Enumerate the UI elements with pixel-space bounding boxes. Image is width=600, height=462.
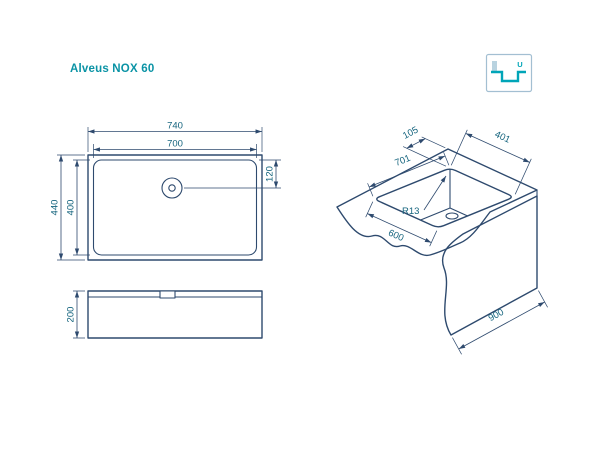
page-title: Alveus NOX 60 bbox=[70, 63, 154, 75]
dim-label-401: 401 bbox=[493, 129, 512, 146]
dim-label-105: 105 bbox=[401, 125, 420, 142]
drain-outer-circle bbox=[161, 177, 183, 199]
dim-cutout-length: 701 bbox=[367, 152, 450, 197]
dim-worktop-depth: 900 bbox=[452, 290, 548, 355]
dim-cutout-width: 401 bbox=[450, 129, 532, 195]
overflow-notch bbox=[159, 290, 176, 299]
icon-sink-profile bbox=[491, 70, 526, 83]
dim-label-440: 440 bbox=[50, 200, 61, 216]
icon-counter-block bbox=[492, 61, 497, 71]
sink-basin-edge bbox=[92, 159, 258, 256]
dim-inner-width: 700 bbox=[93, 139, 257, 158]
dim-label-700: 700 bbox=[167, 139, 183, 150]
dim-label-600: 600 bbox=[386, 228, 405, 245]
drain-ellipse bbox=[445, 212, 459, 220]
side-view-dimensions: 200 bbox=[66, 290, 85, 339]
sink-outer-edge bbox=[87, 154, 263, 261]
worktop-face bbox=[336, 148, 538, 257]
top-view-drawing bbox=[87, 154, 263, 261]
icon-frame bbox=[485, 53, 533, 93]
drain-inner-circle bbox=[168, 184, 176, 192]
dim-outer-width: 740 bbox=[87, 121, 263, 152]
undermount-installation-icon: U bbox=[485, 53, 533, 93]
dim-label-120: 120 bbox=[265, 166, 276, 182]
dim-label-740: 740 bbox=[167, 121, 183, 132]
dim-label-r13: R13 bbox=[402, 206, 419, 217]
dim-label-200: 200 bbox=[66, 307, 77, 323]
dim-corner-radius: R13 bbox=[402, 175, 447, 217]
cutout-edge bbox=[376, 168, 512, 228]
dim-label-701: 701 bbox=[393, 153, 412, 169]
dim-depth: 200 bbox=[66, 290, 85, 339]
cabinet-face bbox=[441, 195, 538, 336]
dim-label-400: 400 bbox=[66, 200, 77, 216]
dim-inner-depth: 400 bbox=[66, 159, 90, 256]
dim-label-900: 900 bbox=[487, 307, 506, 324]
top-view-dimensions: 740 700 440 400 120 bbox=[50, 121, 281, 261]
iso-view-drawing bbox=[336, 148, 538, 336]
side-view-drawing bbox=[87, 290, 263, 339]
basin-interior bbox=[376, 169, 512, 227]
dim-outer-depth: 440 bbox=[50, 154, 85, 261]
dim-drain-offset: 120 bbox=[184, 159, 281, 189]
icon-letter: U bbox=[517, 60, 522, 69]
